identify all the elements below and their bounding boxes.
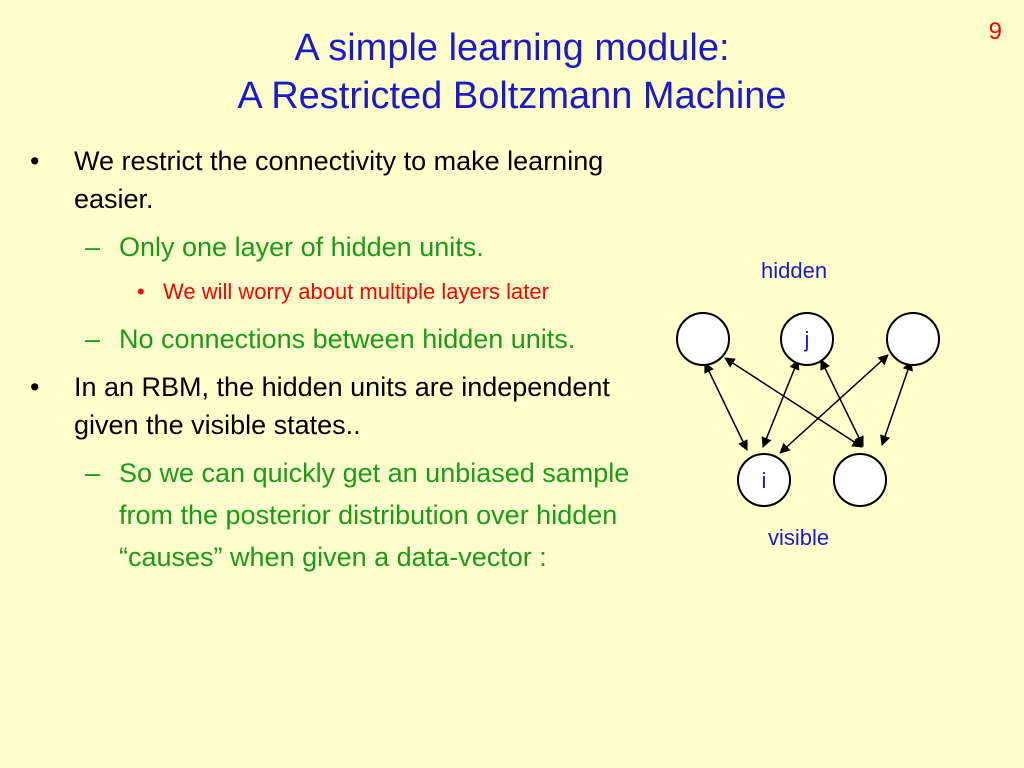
rbm-diagram: hidden j i visible	[660, 250, 960, 570]
slide-number: 9	[988, 18, 1002, 45]
edge-arrow	[779, 354, 889, 454]
node-label-j: j	[804, 327, 810, 352]
visible-layer-label: visible	[768, 525, 830, 550]
dash-icon: –	[85, 232, 101, 262]
edge-arrow	[704, 362, 748, 451]
sub-bullet-text: So we can quickly get an unbiased sample…	[119, 458, 630, 572]
edge-arrow	[820, 359, 864, 447]
bullet-dot-icon: •	[30, 146, 40, 176]
sub-bullet-item: – No connections between hidden units.	[85, 318, 660, 360]
rbm-network-svg: j i	[676, 312, 940, 507]
bullet-dot-icon: •	[137, 279, 145, 304]
dash-icon: –	[85, 458, 101, 488]
sub-sub-bullet-item: • We will worry about multiple layers la…	[137, 276, 660, 308]
title-line-2: A Restricted Boltzmann Machine	[237, 75, 787, 117]
sub-bullet-item: – So we can quickly get an unbiased samp…	[85, 452, 660, 578]
node-label-i: i	[762, 468, 767, 493]
sub-sub-bullet-text: We will worry about multiple layers late…	[163, 279, 549, 304]
sub-bullet-item: – Only one layer of hidden units.	[85, 226, 660, 268]
hidden-unit-j	[780, 312, 834, 366]
slide-title: A simple learning module: A Restricted B…	[0, 24, 1024, 120]
hidden-layer-label: hidden	[761, 258, 828, 283]
bullet-item: • In an RBM, the hidden units are indepe…	[30, 368, 660, 444]
title-line-1: A simple learning module:	[294, 27, 730, 69]
bullet-text: We restrict the connectivity to make lea…	[74, 146, 604, 214]
visible-unit-i	[737, 453, 791, 507]
edge-arrow	[880, 360, 913, 446]
hidden-unit-3	[886, 312, 940, 366]
sub-bullet-text: Only one layer of hidden units.	[119, 232, 484, 262]
visible-unit-2	[833, 453, 887, 507]
bullet-list: • We restrict the connectivity to make l…	[30, 142, 660, 586]
sub-bullet-text: No connections between hidden units.	[119, 324, 576, 354]
bullet-text: In an RBM, the hidden units are independ…	[74, 372, 610, 440]
edge-arrow	[761, 359, 800, 448]
bullet-dot-icon: •	[30, 372, 40, 402]
connection-arrows	[704, 354, 913, 454]
bullet-item: • We restrict the connectivity to make l…	[30, 142, 660, 218]
dash-icon: –	[85, 324, 101, 354]
hidden-unit-1	[676, 312, 730, 366]
